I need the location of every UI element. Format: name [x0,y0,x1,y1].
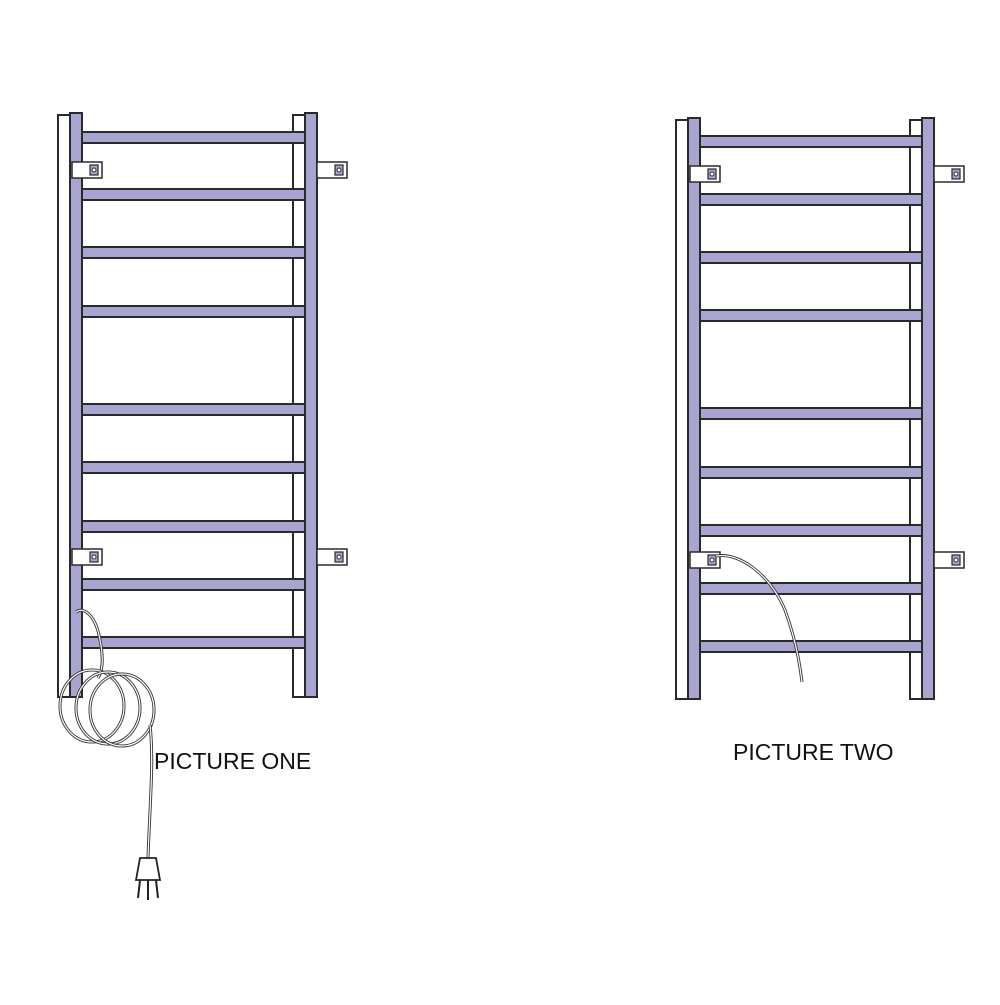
picture-two-rail [675,117,965,700]
picture-one-rail [57,112,348,698]
plug-pin-left [137,879,141,899]
picture-one-rail-bracket-bottom-left-screw [91,554,97,560]
picture-one-rail-rung-6 [79,461,306,474]
picture-two-rail-bracket-top-left-screw [709,171,715,177]
caption-picture-two: PICTURE TWO [733,739,894,765]
picture-two-rail-rung-1 [697,135,923,148]
picture-one-rail-right-upright [304,112,318,698]
picture-one-rail-rung-8 [79,578,306,591]
plug-body [134,857,162,881]
caption-picture-one: PICTURE ONE [154,748,312,774]
picture-one-cable [58,608,156,859]
picture-one-rail-bracket-bottom-right-screw [336,554,342,560]
picture-one-cable-coil-inner-1 [59,669,125,743]
picture-two-rail-rung-5 [697,407,923,420]
picture-one-rail-bracket-top-left-screw [91,167,97,173]
picture-one-cable-drop-inner [147,724,153,859]
picture-one-rail-rung-3 [79,246,306,259]
picture-two-rail-bracket-bottom-right-screw [953,557,959,563]
picture-two-rail-right-upright [921,117,935,700]
plug-pin-right [155,879,159,899]
picture-one-rail-rung-1 [79,131,306,144]
plug-icon [134,857,162,900]
picture-two-cable-lead [715,554,804,683]
picture-two-rail-left-back [675,119,689,700]
picture-two-rail-rung-6 [697,466,923,479]
picture-one-rail-bracket-top-right-screw [336,167,342,173]
picture-two-cable [715,554,804,683]
picture-one-rail-rung-9 [79,636,306,649]
picture-two-rail-rung-7 [697,524,923,537]
picture-one-rail-left-back [57,114,71,698]
picture-two-rail-rung-4 [697,309,923,322]
picture-one-rail-rung-5 [79,403,306,416]
picture-two-rail-bracket-bottom-left-screw [709,557,715,563]
picture-two-rail-rung-3 [697,251,923,264]
picture-two-rail-left-upright [687,117,701,700]
picture-one-cable-coil-inner-2 [75,671,141,745]
picture-one-rail-rung-7 [79,520,306,533]
picture-one-rail-rung-2 [79,188,306,201]
picture-one-rail-rung-4 [79,305,306,318]
picture-two-rail-bracket-top-right-screw [953,171,959,177]
picture-two-rail-rung-2 [697,193,923,206]
picture-one-cable-coil-inner-3 [89,673,155,747]
picture-two-cable-lead-inner [715,554,803,683]
picture-two-rail-rung-9 [697,640,923,653]
picture-two-rail-rung-8 [697,582,923,595]
